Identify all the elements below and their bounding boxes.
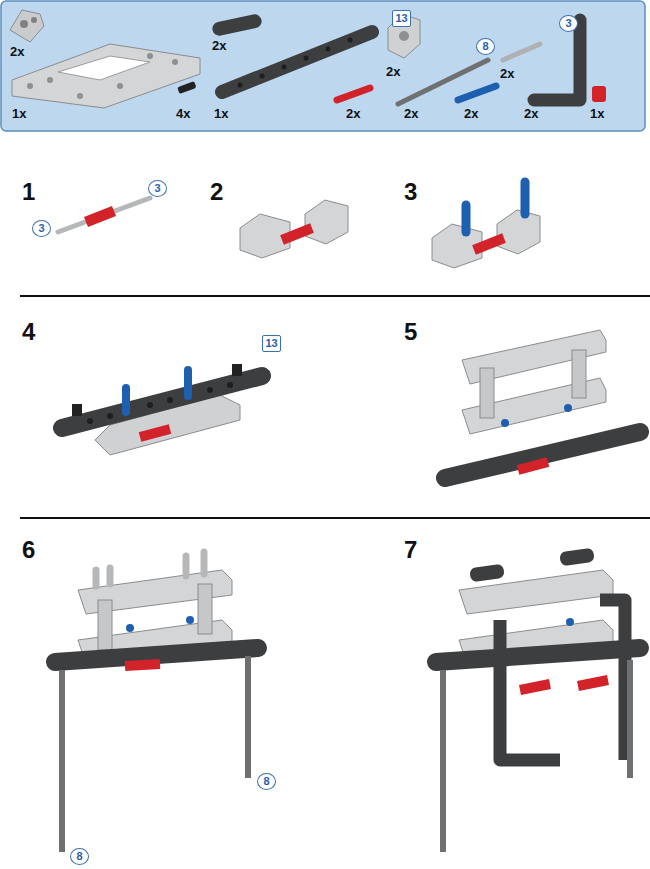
step-number: 4 [22,318,35,346]
quantity: 2x [10,44,24,59]
callout-number: 8 [476,38,495,55]
divider [20,295,650,297]
quantity: 2x [386,64,400,79]
callout-number: 8 [70,848,89,865]
step-7-art [436,548,640,852]
callout-number: 13 [392,10,411,27]
step-number: 7 [404,536,417,564]
quantity: 1x [214,106,228,121]
quantity: 1x [590,106,604,121]
step-number: 2 [210,178,223,206]
quantity: 2x [346,106,360,121]
quantity: 4x [176,106,190,121]
step-number: 5 [404,318,417,346]
step-3-art [432,182,540,268]
step-number: 1 [22,178,35,206]
quantity: 2x [212,38,226,53]
quantity: 2x [524,106,538,121]
step-4-art [62,364,262,455]
step-5-art [445,330,640,478]
divider [20,517,650,519]
quantity: 1x [12,106,26,121]
quantity: 2x [500,66,514,81]
quantity: 2x [404,106,418,121]
step-6-art [55,552,258,852]
parts [10,10,606,108]
callout-number: 13 [262,335,281,352]
callout-number: 8 [257,773,276,790]
step-1-art [58,198,150,232]
callout-number: 3 [32,220,51,237]
callout-number: 3 [148,180,167,197]
quantity: 2x [464,106,478,121]
step-number: 6 [22,536,35,564]
step-2-art [240,200,348,258]
parts-panel [1,1,645,131]
step-number: 3 [404,178,417,206]
callout-number: 3 [559,15,578,32]
